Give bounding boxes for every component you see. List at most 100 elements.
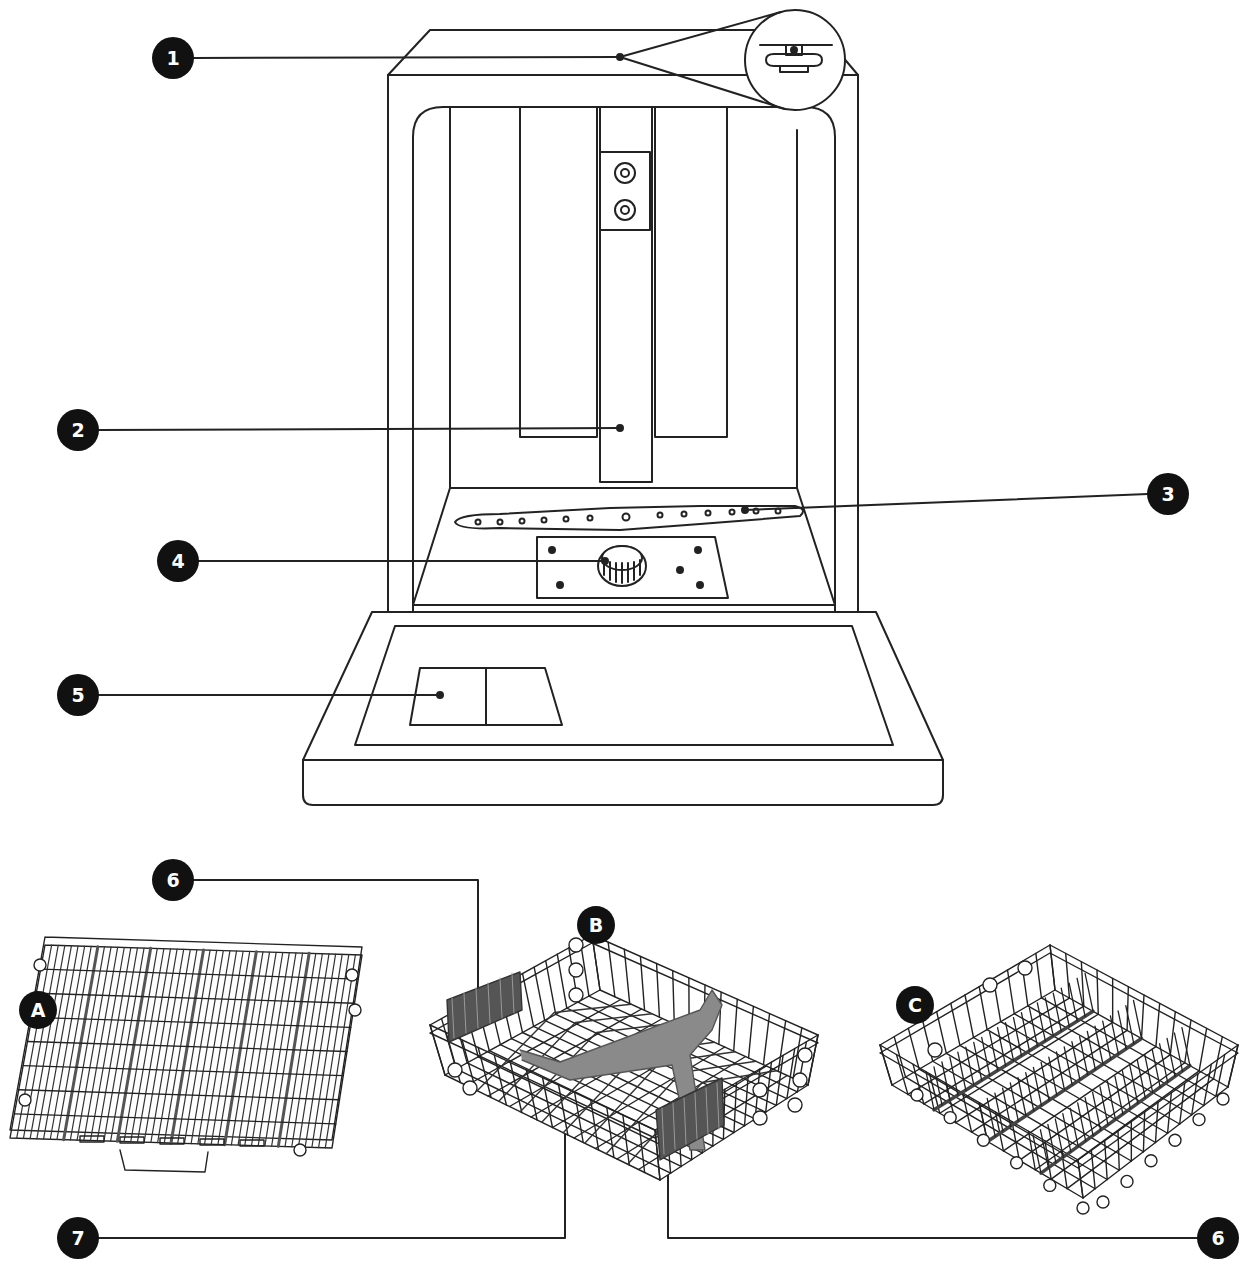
- lower-rack: [1055, 1119, 1063, 1157]
- cutlery-rack: [120, 1150, 208, 1172]
- spray-tower: [621, 206, 629, 214]
- cutlery-rack: [240, 1140, 264, 1146]
- leader-line: [617, 54, 623, 60]
- upper-rack: [706, 1088, 708, 1134]
- upper-rack: [639, 1076, 788, 1170]
- lower-rack: [998, 1028, 1006, 1066]
- cutlery-rack: [346, 969, 358, 981]
- leader-line: [742, 507, 748, 513]
- spray-tower: [600, 107, 652, 482]
- lower-rack: [1118, 1131, 1119, 1170]
- dishwasher-body: [413, 488, 450, 605]
- filter-base: [537, 537, 728, 598]
- lower-rack: [963, 1093, 972, 1132]
- lower-rack: [1045, 998, 1053, 1036]
- cutlery-rack: [19, 1090, 340, 1100]
- lower-rack: [1112, 978, 1113, 1022]
- lower-rack: [1069, 983, 1077, 1021]
- dishwasher-body: [413, 604, 835, 606]
- spray-arm: [498, 520, 503, 525]
- lower-rack: [1216, 1055, 1225, 1097]
- lower-rack: [1145, 1055, 1153, 1093]
- cutlery-rack: [19, 1094, 31, 1106]
- lower-rack: [1067, 1079, 1214, 1189]
- filter-base: [695, 547, 701, 553]
- upper-rack: [695, 1093, 697, 1139]
- upper-rack: [591, 1100, 599, 1150]
- lower-rack: [982, 1037, 990, 1075]
- lower-rack: [1168, 1093, 1172, 1133]
- upper-rack: [464, 993, 466, 1033]
- lower-rack: [1127, 987, 1128, 1031]
- spray-arm: [658, 513, 663, 518]
- detail-magnifier: [786, 45, 802, 55]
- cutlery-rack: [36, 993, 354, 1003]
- upper-rack: [575, 1093, 584, 1143]
- leader-line: [620, 12, 781, 57]
- lower-rack: [880, 945, 1238, 1160]
- upper-rack: [569, 938, 583, 952]
- callout-number: 5: [57, 674, 99, 716]
- lower-rack: [990, 1032, 998, 1070]
- spray-arm: [588, 516, 593, 521]
- upper-rack: [559, 1085, 568, 1135]
- cutlery-rack: [120, 1137, 144, 1143]
- callout-number: C: [896, 986, 934, 1024]
- lower-rack: [1156, 1103, 1159, 1143]
- upper-rack: [447, 972, 522, 1042]
- lower-rack: [1093, 1092, 1101, 1130]
- lower-rack: [1130, 1065, 1138, 1103]
- detergent-dispenser: [410, 668, 562, 725]
- cutlery-rack: [80, 1136, 104, 1142]
- dishwasher-body: [413, 107, 835, 612]
- dishwasher-body: [449, 107, 451, 488]
- lower-rack: [1174, 1033, 1182, 1071]
- dishwasher-body: [796, 130, 798, 488]
- lower-rack: [1110, 1016, 1118, 1054]
- lower-rack: [944, 1112, 956, 1124]
- upper-rack: [776, 1055, 783, 1105]
- filter-base: [549, 547, 555, 553]
- lower-rack: [1095, 1026, 1103, 1064]
- spray-tower: [621, 169, 629, 177]
- filter-base: [604, 560, 640, 583]
- lower-rack: [1053, 993, 1061, 1031]
- lower-rack: [1182, 1028, 1190, 1066]
- lower-rack: [974, 1038, 1156, 1143]
- lower-rack: [1033, 1135, 1041, 1173]
- lower-rack: [1167, 1038, 1175, 1076]
- upper-rack: [430, 935, 818, 1180]
- lower-rack: [1180, 1083, 1185, 1124]
- upper-rack: [793, 1073, 807, 1087]
- upper-rack: [656, 1078, 724, 1160]
- lower-rack: [1035, 1063, 1185, 1170]
- spray-arm: [476, 520, 481, 525]
- lower-rack: [995, 1093, 1003, 1131]
- upper-rack: [753, 1083, 767, 1097]
- upper-rack: [463, 1081, 477, 1095]
- lower-rack: [1063, 1114, 1071, 1152]
- lower-rack: [1051, 1071, 1199, 1179]
- lower-rack: [1006, 1023, 1014, 1061]
- lower-rack: [1097, 970, 1098, 1014]
- lower-rack: [1131, 1122, 1132, 1161]
- lower-rack: [1044, 1179, 1056, 1191]
- upper-rack: [488, 983, 490, 1023]
- lower-rack: [1061, 988, 1069, 1026]
- cutlery-rack: [28, 1042, 348, 1052]
- lower-rack: [1003, 1047, 1156, 1151]
- lower-rack: [1070, 1108, 1078, 1146]
- lower-rack: [1077, 978, 1085, 1016]
- upper-rack: [569, 988, 583, 1002]
- lower-rack: [1143, 1112, 1144, 1152]
- lower-rack: [1018, 961, 1032, 975]
- lower-rack: [1026, 1073, 1034, 1111]
- callout-number: 4: [157, 540, 199, 582]
- leader-line: [745, 494, 1148, 510]
- upper-rack: [623, 1115, 629, 1165]
- lower-rack: [1137, 1060, 1145, 1098]
- upper-rack: [788, 1098, 802, 1112]
- lower-rack: [1152, 1049, 1160, 1087]
- upper-rack: [534, 967, 545, 1020]
